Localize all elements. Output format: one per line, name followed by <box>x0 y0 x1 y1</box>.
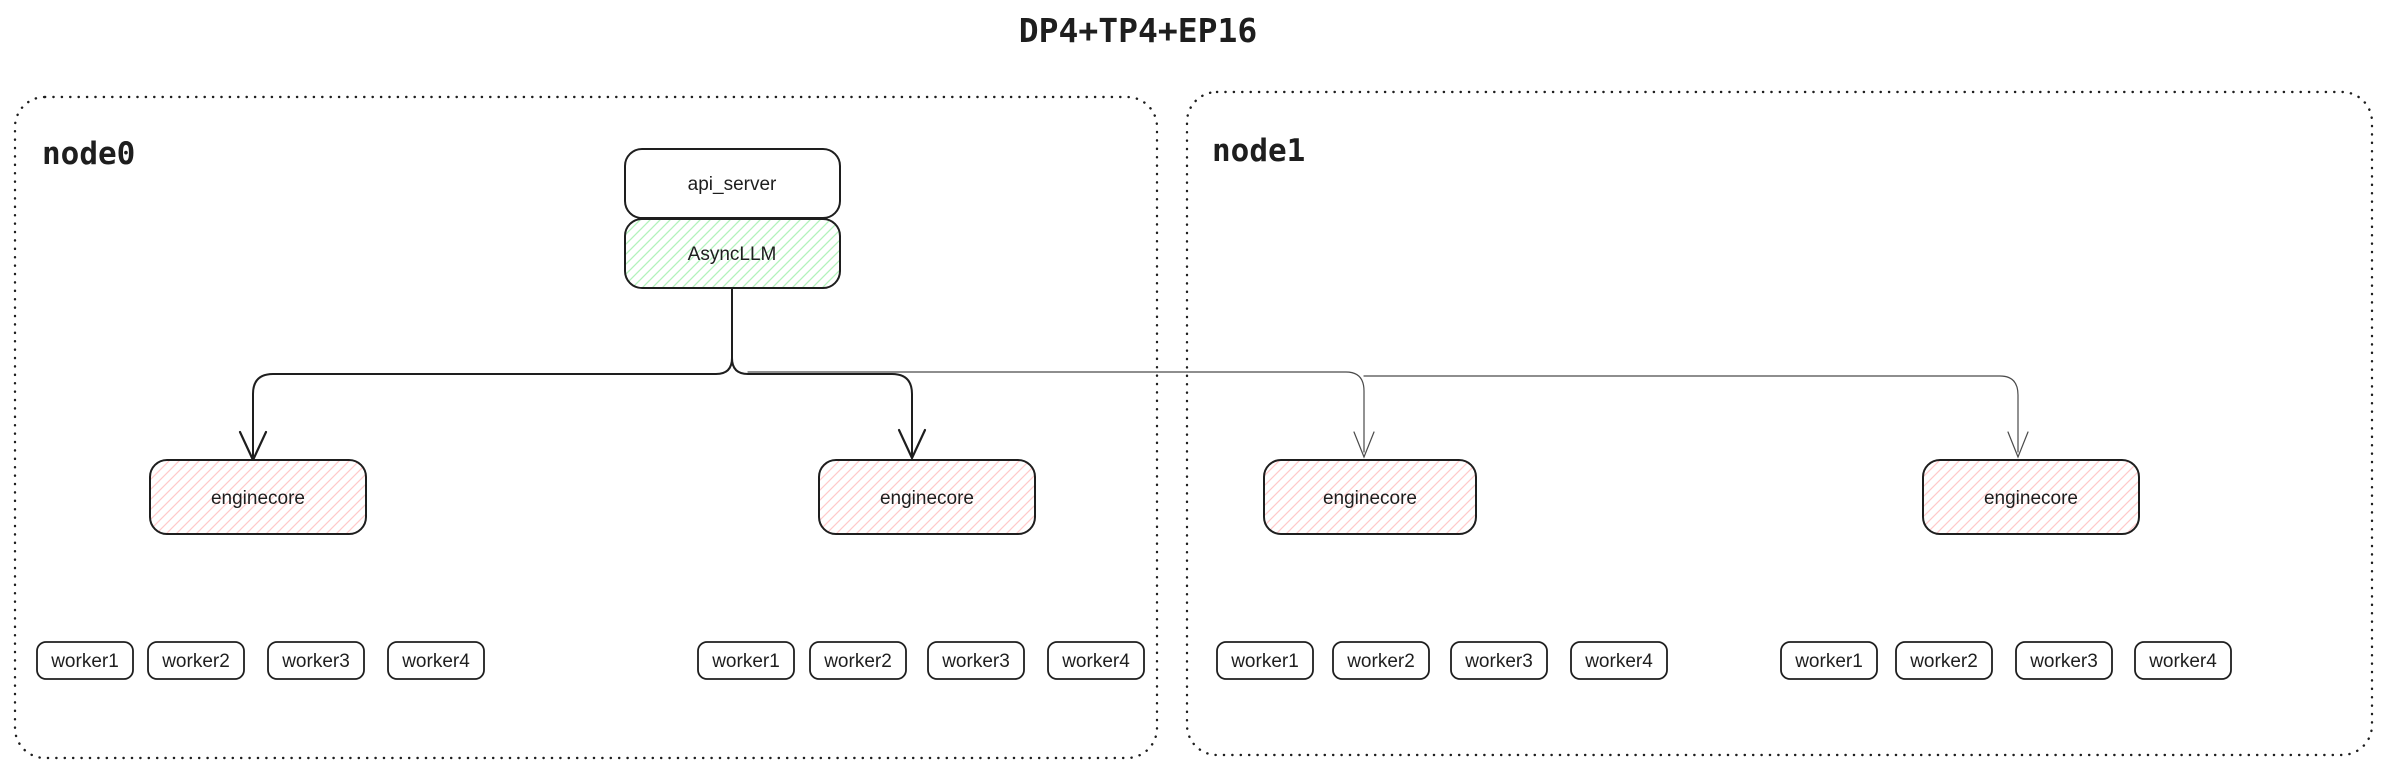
enginecore-label: enginecore <box>1984 488 2078 509</box>
enginecore-label: enginecore <box>211 488 305 509</box>
worker-box <box>1780 641 1878 680</box>
node0-worker-group-1: worker1 worker2 worker3 worker4 <box>36 641 485 680</box>
enginecore-rect <box>1922 459 2140 535</box>
enginecore-box-4: enginecore <box>1922 459 2140 535</box>
node1-worker-group-1: worker1 worker2 worker3 worker4 <box>1216 641 1668 680</box>
enginecore-box-1: enginecore <box>149 459 367 535</box>
worker-box <box>147 641 245 680</box>
arrowhead-enginecore3 <box>1353 431 1375 459</box>
worker-label: worker4 <box>1061 651 1130 672</box>
worker-box <box>2015 641 2113 680</box>
worker-label: worker4 <box>401 651 470 672</box>
worker-label: worker1 <box>1794 651 1863 672</box>
asyncllm-rect <box>624 218 841 289</box>
connector-branch-left <box>252 357 733 457</box>
diagram-title: DP4+TP4+EP16 <box>1019 11 1257 50</box>
worker-box <box>1216 641 1314 680</box>
asyncllm-box: AsyncLLM <box>624 218 841 289</box>
worker-label: worker1 <box>711 651 780 672</box>
worker-label: worker1 <box>50 651 119 672</box>
worker-box <box>927 641 1025 680</box>
worker-label: worker3 <box>1464 651 1533 672</box>
enginecore-rect <box>818 459 1036 535</box>
worker-label: worker4 <box>1584 651 1653 672</box>
asyncllm-label: AsyncLLM <box>688 244 777 265</box>
worker-box <box>697 641 795 680</box>
worker-box <box>1332 641 1430 680</box>
worker-box <box>387 641 485 680</box>
enginecore-rect <box>1263 459 1477 535</box>
worker-label: worker4 <box>2148 651 2217 672</box>
node1-worker-group-2: worker1 worker2 worker3 worker4 <box>1780 641 2232 680</box>
node1-label: node1 <box>1212 133 1305 169</box>
worker-label: worker2 <box>1909 651 1978 672</box>
enginecore-label: enginecore <box>1323 488 1417 509</box>
enginecore-rect <box>149 459 367 535</box>
worker-box <box>1895 641 1993 680</box>
worker-label: worker2 <box>161 651 230 672</box>
worker-label: worker3 <box>941 651 1010 672</box>
connector-branch-node1-left <box>747 371 1365 453</box>
worker-box <box>2134 641 2232 680</box>
worker-box <box>809 641 907 680</box>
worker-box <box>1570 641 1668 680</box>
node0-container <box>13 95 1159 760</box>
enginecore-box-2: enginecore <box>818 459 1036 535</box>
worker-label: worker2 <box>1346 651 1415 672</box>
worker-label: worker1 <box>1230 651 1299 672</box>
api-server-box: api_server <box>624 148 841 219</box>
worker-box <box>1450 641 1548 680</box>
node0-worker-group-2: worker1 worker2 worker3 worker4 <box>697 641 1145 680</box>
worker-box <box>1047 641 1145 680</box>
arrowhead-enginecore4 <box>2007 431 2029 459</box>
enginecore-box-3: enginecore <box>1263 459 1477 535</box>
worker-label: worker3 <box>281 651 350 672</box>
connector-branch-right <box>731 357 913 457</box>
enginecore-label: enginecore <box>880 488 974 509</box>
worker-label: worker3 <box>2029 651 2098 672</box>
connector-main <box>238 287 927 463</box>
worker-box <box>36 641 134 680</box>
worker-label: worker2 <box>823 651 892 672</box>
connector-branch-node1-right <box>1363 375 2019 453</box>
api-server-label: api_server <box>688 174 777 195</box>
arrowhead-enginecore2 <box>897 428 927 461</box>
worker-box <box>267 641 365 680</box>
node0-label: node0 <box>42 136 135 172</box>
connector-cross-node <box>747 371 2029 459</box>
node1-container <box>1185 90 2374 757</box>
